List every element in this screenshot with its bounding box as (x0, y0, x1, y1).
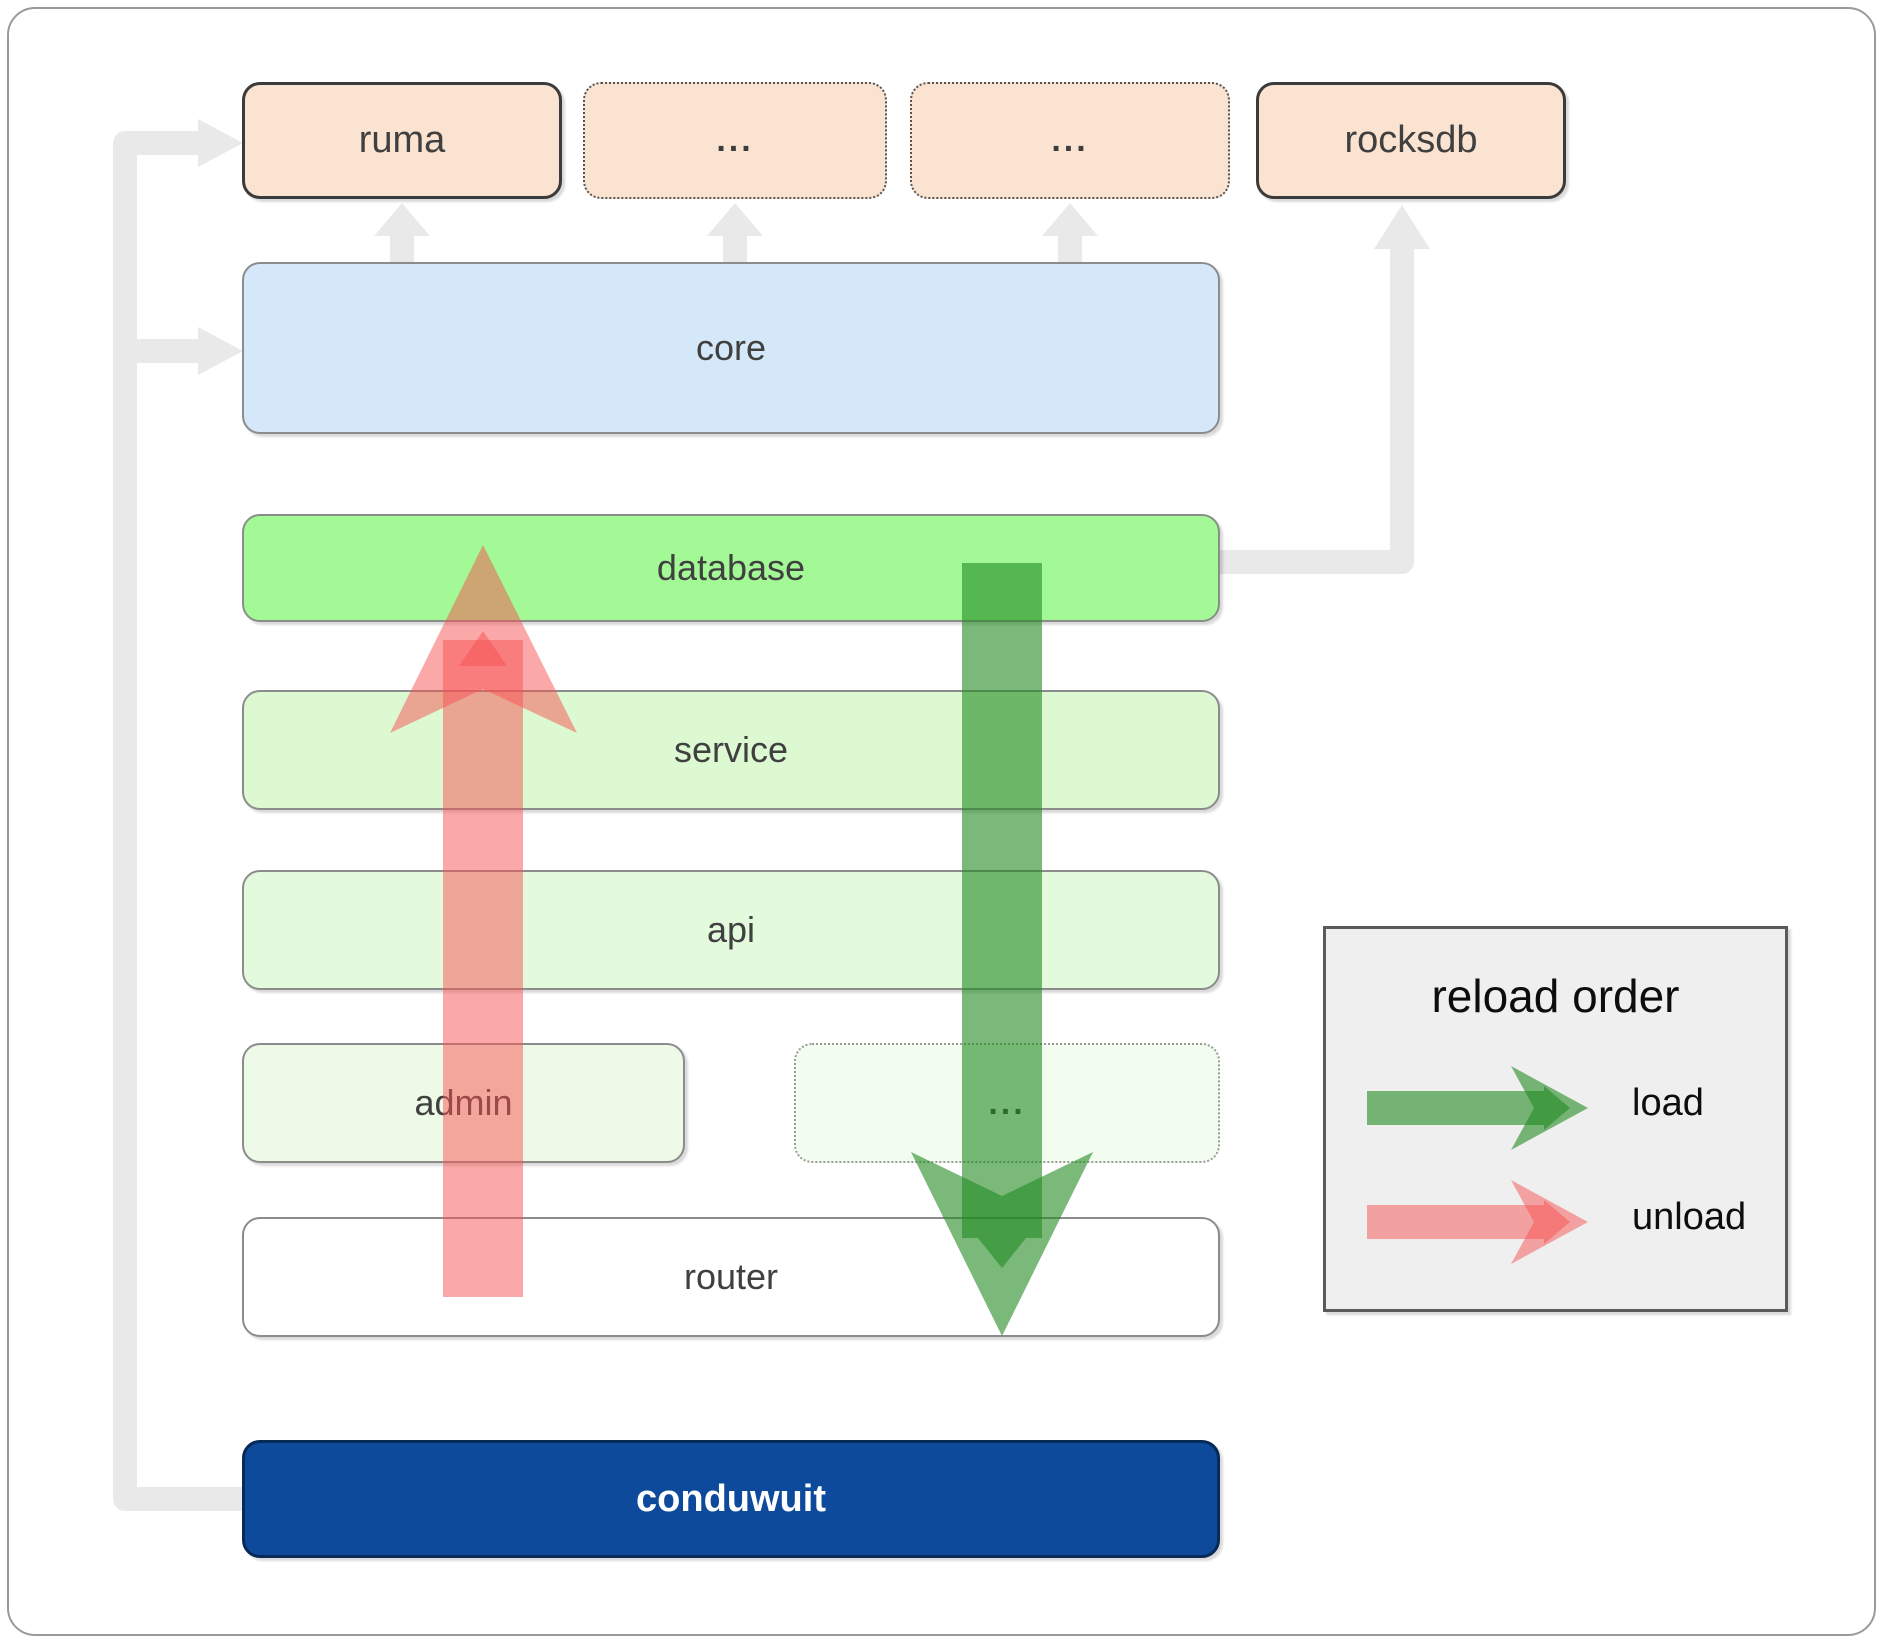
legend-title: reload order (1431, 970, 1680, 1022)
unload-arrow-marker (459, 631, 507, 666)
node-admin: admin (242, 1043, 685, 1163)
node-rocksdb: rocksdb (1256, 82, 1566, 199)
connector-database-to-rocksdb (1220, 247, 1414, 574)
legend-unload-label: unload (1632, 1196, 1747, 1238)
node-conduwuit: conduwuit (242, 1440, 1220, 1558)
arrowhead-into-ruma (198, 119, 243, 167)
node-crate-ellipsis-1: ... (583, 82, 887, 199)
outer-border (7, 7, 1876, 1636)
legend-unload-arrow (1367, 1180, 1588, 1264)
node-router: router (242, 1217, 1220, 1337)
node-core: core (242, 262, 1220, 434)
legend-box: reload order load unload (1323, 926, 1788, 1312)
arrowhead-into-core (198, 327, 243, 375)
arrowhead-core-to-crate1 (707, 203, 763, 236)
legend-load-label: load (1632, 1082, 1704, 1124)
connector-conduwuit-riser (113, 131, 242, 1511)
node-ruma: ruma (242, 82, 562, 199)
arrowhead-into-rocksdb (1374, 205, 1430, 249)
node-crate-ellipsis-3: ... (794, 1043, 1220, 1163)
node-database: database (242, 514, 1220, 622)
node-service: service (242, 690, 1220, 810)
arrowhead-core-to-ruma (374, 203, 430, 236)
arrowhead-core-to-crate2 (1042, 203, 1098, 236)
node-api: api (242, 870, 1220, 990)
legend-load-arrow (1367, 1066, 1588, 1150)
node-crate-ellipsis-2: ... (910, 82, 1230, 199)
